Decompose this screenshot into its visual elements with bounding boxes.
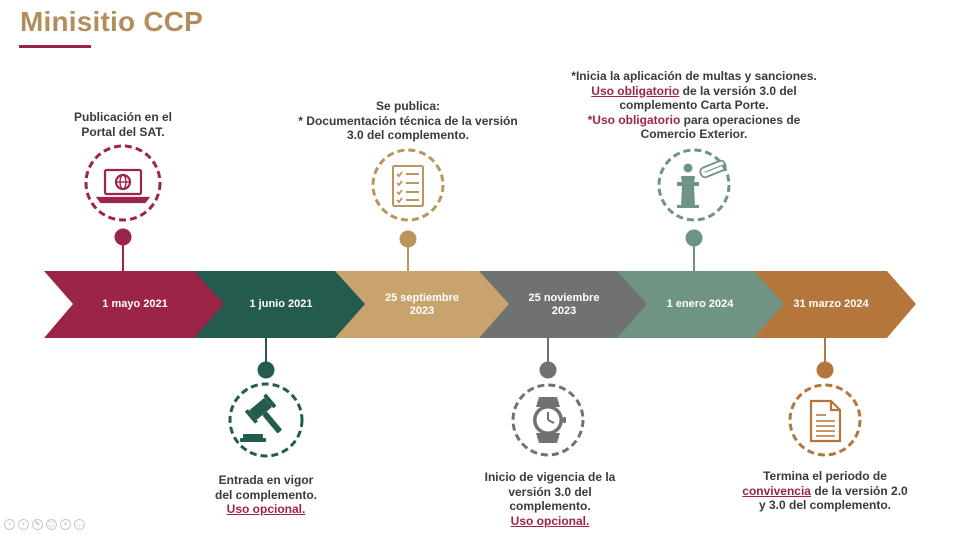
checklist-document-icon (392, 165, 424, 207)
next-icon[interactable]: › (18, 519, 29, 530)
dot-jan2024 (685, 229, 703, 247)
segment-label-sep2023: 25 septiembre 2023 (385, 292, 459, 317)
segment-may2021 (44, 271, 224, 338)
ring-may2021 (84, 144, 162, 222)
page-title: Minisitio CCP (20, 6, 204, 37)
caption-jun2021: Entrada en vigor del complemento. Uso op… (214, 473, 318, 516)
slideshow-toolbar: ‹ › ✎ ▢ ⌕ … (4, 519, 85, 531)
laptop-globe-icon (95, 168, 151, 204)
segment-label-nov2023: 25 noviembre 2023 (528, 292, 600, 317)
pen-icon[interactable]: ✎ (32, 519, 43, 530)
dot-jun2021 (257, 361, 275, 379)
podium-diploma-icon (677, 159, 727, 208)
dot-may2021 (114, 228, 132, 246)
convivencia-link[interactable]: convivencia (742, 483, 811, 498)
dot-mar2024 (816, 361, 834, 379)
segment-jan2024 (615, 271, 784, 338)
segment-nov2023 (477, 271, 647, 338)
ring-jun2021 (228, 382, 304, 458)
copy-icon[interactable]: ▢ (46, 519, 57, 530)
caption-nov2023: Inicio de vigencia de la versión 3.0 del… (484, 470, 616, 528)
ring-jan2024 (657, 148, 731, 222)
segment-sep2023 (333, 271, 509, 338)
gavel-icon (240, 393, 282, 442)
caption-may2021: Publicación en el Portal del SAT. (73, 110, 173, 139)
segment-jun2021 (192, 271, 365, 338)
ring-mar2024 (788, 383, 862, 457)
document-icon (809, 399, 842, 443)
segment-label-mar2024: 31 marzo 2024 (793, 298, 869, 310)
segment-label-jun2021: 1 junio 2021 (249, 298, 313, 310)
ring-sep2023 (371, 148, 445, 222)
uso-obligatorio-link[interactable]: Uso obligatorio (591, 83, 680, 98)
dot-sep2023 (399, 230, 417, 248)
more-icon[interactable]: … (74, 519, 85, 530)
uso-obligatorio-ce-highlight: *Uso obligatorio (587, 112, 681, 127)
watch-icon (533, 397, 566, 443)
segment-label-jan2024: 1 enero 2024 (666, 298, 734, 310)
caption-jan2024: *Inicia la aplicación de multas y sancio… (571, 69, 817, 141)
zoom-icon[interactable]: ⌕ (60, 519, 71, 530)
segment-label-may2021: 1 mayo 2021 (102, 298, 168, 310)
segment-mar2024 (745, 271, 916, 338)
ring-nov2023 (511, 383, 585, 457)
title-underline (19, 45, 91, 48)
prev-icon[interactable]: ‹ (4, 519, 15, 530)
uso-opcional-link-2[interactable]: Uso opcional. (510, 513, 590, 528)
caption-sep2023: Se publica: * Documentación técnica de l… (298, 99, 518, 142)
dot-nov2023 (539, 361, 557, 379)
caption-mar2024: Termina el periodo de convivencia de la … (742, 469, 908, 512)
uso-opcional-link[interactable]: Uso opcional. (226, 502, 306, 516)
